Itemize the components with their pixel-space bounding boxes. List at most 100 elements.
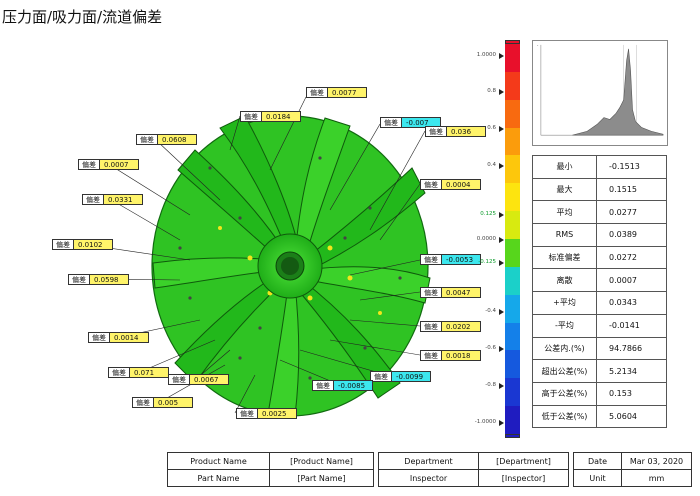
stat-value: 0.0007 (596, 268, 667, 293)
color-scale-cap (505, 434, 520, 438)
stat-label: 标准偏差 (532, 245, 597, 270)
leader-lines (81, 96, 426, 414)
stat-label: +平均 (532, 291, 597, 315)
stat-label: 最小 (532, 155, 597, 179)
part-name-value: [Part Name] (269, 469, 374, 487)
stat-label: 超出公差(%) (532, 359, 597, 383)
color-scale-tick: -0.6 (485, 345, 496, 351)
stat-value: -0.0141 (596, 313, 667, 338)
color-scale-segment (505, 127, 520, 156)
stat-value: 94.7866 (596, 336, 667, 361)
inspector-value: [Inspector] (478, 469, 569, 487)
stat-label: 低于公差(%) (532, 404, 597, 429)
color-scale-segment (505, 99, 520, 129)
color-scale-segment (505, 350, 520, 379)
tick-arrow-icon (499, 237, 504, 243)
stat-value: 0.0272 (596, 245, 667, 270)
tick-arrow-icon (499, 89, 504, 95)
tick-arrow-icon (499, 383, 504, 389)
deviation-label: 偏差-0.0099 (370, 371, 431, 382)
part-name-label: Part Name (167, 469, 270, 487)
tick-arrow-icon (499, 163, 504, 169)
color-scale-segment (505, 406, 520, 435)
unit-label: Unit (573, 469, 622, 487)
stat-label: RMS (532, 223, 597, 247)
color-scale-tick: 0.8 (487, 88, 496, 94)
unit-value: mm (621, 469, 692, 487)
date-label: Date (573, 452, 622, 470)
date-info-table: Date Mar 03, 2020 Unit mm (573, 452, 692, 487)
color-scale-cap (505, 40, 520, 44)
inspector-label: Inspector (378, 469, 479, 487)
color-scale-segment (505, 294, 520, 324)
stat-value: 0.0277 (596, 200, 667, 225)
deviation-histogram: - (532, 40, 668, 146)
color-scale-segment (505, 211, 520, 240)
stat-value: 0.153 (596, 381, 667, 406)
stat-row: 公差内.(%)94.7866 (532, 336, 667, 361)
color-scale-tick: -1.0000 (474, 419, 496, 425)
department-info-table: Department [Department] Inspector [Inspe… (378, 452, 569, 487)
tick-arrow-icon (499, 346, 504, 352)
stat-value: 0.1515 (596, 177, 667, 202)
color-scale-tick: 0.4 (487, 162, 496, 168)
stat-value: 5.2134 (596, 359, 667, 383)
stat-value: 5.0604 (596, 404, 667, 429)
stat-row: 高于公差(%)0.153 (532, 381, 667, 406)
color-scale-bar (505, 40, 520, 438)
stat-label: 最大 (532, 177, 597, 202)
stat-label: 离散 (532, 268, 597, 293)
stat-label: 高于公差(%) (532, 381, 597, 406)
tick-arrow-icon (499, 309, 504, 315)
color-scale-segment (505, 239, 520, 268)
page-title: 压力面/吸力面/流道偏差 (2, 8, 163, 26)
deviation-label: 偏差-0.007 (380, 117, 441, 128)
color-scale-tick: -0.125 (478, 259, 496, 265)
department-label: Department (378, 452, 479, 470)
stat-row: 低于公差(%)5.0604 (532, 404, 667, 429)
stat-value: -0.1513 (596, 155, 667, 179)
stat-row: 超出公差(%)5.2134 (532, 359, 667, 383)
color-scale-tick: -0.8 (485, 382, 496, 388)
product-name-label: Product Name (167, 452, 270, 470)
color-scale-segment (505, 378, 520, 407)
color-scale-segment (505, 155, 520, 184)
color-scale-segment (505, 322, 520, 351)
product-name-value: [Product Name] (269, 452, 374, 470)
color-scale-tick: -0.4 (485, 308, 496, 314)
color-scale-tick: 0.125 (480, 211, 496, 217)
color-scale-segment (505, 183, 520, 212)
deviation-label: 偏差-0.0085 (312, 380, 373, 391)
stat-label: -平均 (532, 313, 597, 338)
product-info-table: Product Name [Product Name] Part Name [P… (167, 452, 374, 487)
tick-arrow-icon (499, 53, 504, 59)
color-scale-tick: 0.0000 (476, 236, 496, 242)
tick-arrow-icon (499, 420, 504, 426)
stat-label: 公差内.(%) (532, 336, 597, 361)
tick-arrow-icon (499, 212, 504, 218)
department-value: [Department] (478, 452, 569, 470)
tick-arrow-icon (499, 126, 504, 132)
stat-value: 0.0343 (596, 291, 667, 315)
stat-row: 最小-0.1513 (532, 155, 667, 179)
stat-value: 0.0389 (596, 223, 667, 247)
